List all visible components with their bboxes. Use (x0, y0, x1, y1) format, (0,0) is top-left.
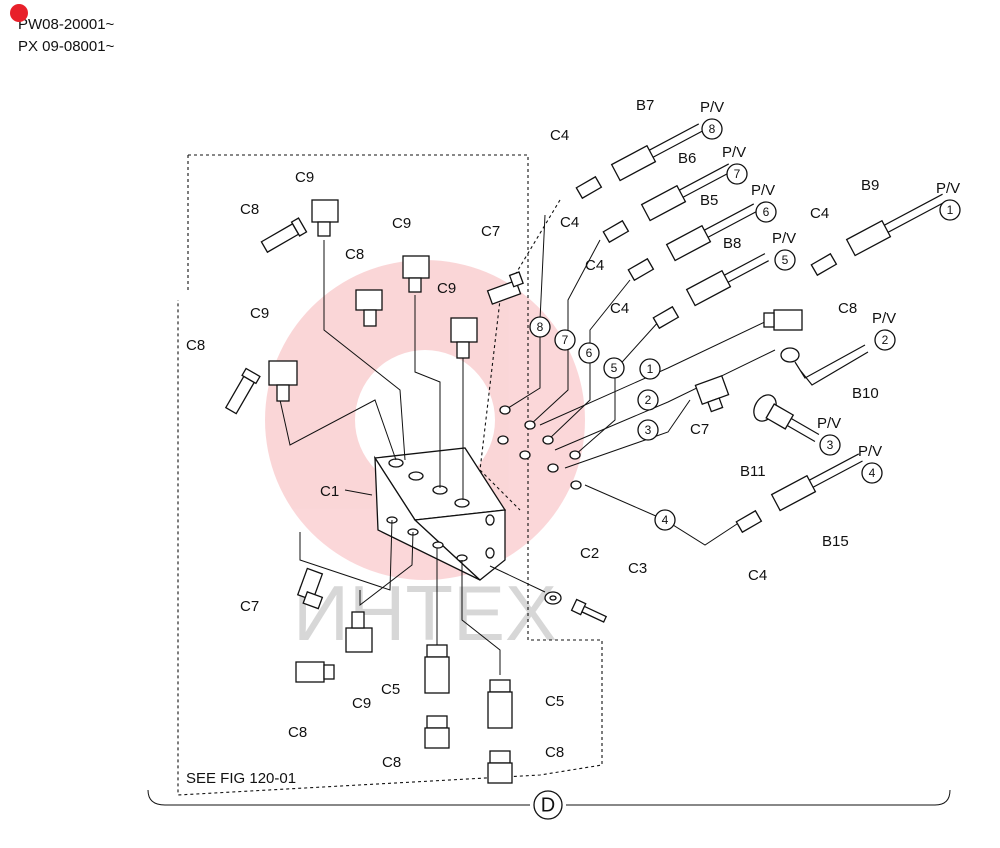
svg-text:2: 2 (645, 393, 652, 407)
svg-text:3: 3 (645, 423, 652, 437)
svg-text:B11: B11 (740, 463, 766, 480)
b10-hose (780, 344, 869, 386)
svg-text:P/V: P/V (858, 443, 882, 460)
svg-text:P/V: P/V (936, 180, 960, 197)
svg-text:3: 3 (827, 438, 834, 452)
svg-text:6: 6 (763, 205, 770, 219)
svg-text:C9: C9 (295, 169, 314, 186)
page-marker-icon (10, 4, 28, 22)
svg-text:C9: C9 (352, 695, 371, 712)
hose-assemblies (575, 123, 947, 534)
section-brace-right (566, 789, 951, 806)
svg-text:C8: C8 (545, 744, 564, 761)
section-letter: D (541, 794, 555, 816)
svg-text:C4: C4 (585, 257, 604, 274)
svg-text:P/V: P/V (817, 415, 841, 432)
svg-text:4: 4 (662, 513, 669, 527)
serial-line-1: PW08-20001~ (18, 16, 115, 33)
see-fig-note: SEE FIG 120-01 (186, 770, 296, 787)
svg-text:C8: C8 (345, 246, 364, 263)
svg-text:7: 7 (734, 167, 741, 181)
svg-text:B6: B6 (678, 150, 696, 167)
part-labels: B7 B6 B5 B8 B9 B10 B11 B15 C4 C4 C4 C4 C… (186, 97, 879, 771)
svg-text:C4: C4 (610, 300, 629, 317)
svg-text:C9: C9 (250, 305, 269, 322)
svg-text:8: 8 (709, 122, 716, 136)
svg-text:C9: C9 (392, 215, 411, 232)
svg-text:C4: C4 (550, 127, 569, 144)
svg-text:C8: C8 (382, 754, 401, 771)
svg-text:B8: B8 (723, 235, 741, 252)
svg-text:1: 1 (647, 362, 654, 376)
leader-lines (279, 214, 791, 675)
svg-text:C3: C3 (628, 560, 647, 577)
svg-text:8: 8 (537, 320, 544, 334)
port-markers (497, 405, 582, 490)
svg-text:C8: C8 (288, 724, 307, 741)
svg-text:C2: C2 (580, 545, 599, 562)
serial-line-2: PX 09-08001~ (18, 38, 115, 55)
svg-text:C5: C5 (381, 681, 400, 698)
callout-circles: 8 7 6 5 1 2 3 4 8 7 6 5 1 2 3 4 (529, 118, 961, 531)
svg-text:B15: B15 (822, 533, 849, 550)
svg-text:C4: C4 (810, 205, 829, 222)
svg-text:C8: C8 (240, 201, 259, 218)
svg-text:1: 1 (947, 203, 954, 217)
svg-text:P/V: P/V (722, 144, 746, 161)
section-brace-left (147, 789, 530, 806)
svg-text:C8: C8 (186, 337, 205, 354)
svg-text:4: 4 (869, 466, 876, 480)
svg-text:C1: C1 (320, 483, 339, 500)
svg-text:C7: C7 (690, 421, 709, 438)
svg-text:C9: C9 (437, 280, 456, 297)
svg-text:B10: B10 (852, 385, 879, 402)
svg-text:P/V: P/V (872, 310, 896, 327)
svg-text:P/V: P/V (751, 182, 775, 199)
serial-range: PW08-20001~ PX 09-08001~ (10, 4, 115, 58)
section-circle (533, 790, 563, 820)
svg-text:P/V: P/V (700, 99, 724, 116)
watermark-text: ИНТЕХ (293, 569, 557, 657)
svg-text:7: 7 (562, 333, 569, 347)
pv-labels: P/V P/V P/V P/V P/V P/V P/V P/V (700, 99, 960, 460)
fittings (224, 199, 608, 784)
svg-text:B9: B9 (861, 177, 879, 194)
svg-text:5: 5 (611, 361, 618, 375)
svg-text:C8: C8 (838, 300, 857, 317)
svg-text:C7: C7 (240, 598, 259, 615)
svg-text:B5: B5 (700, 192, 718, 209)
svg-text:C7: C7 (481, 223, 500, 240)
svg-text:C5: C5 (545, 693, 564, 710)
svg-text:6: 6 (586, 346, 593, 360)
svg-text:C4: C4 (748, 567, 767, 584)
svg-text:B7: B7 (636, 97, 654, 114)
svg-text:C4: C4 (560, 214, 579, 231)
svg-text:P/V: P/V (772, 230, 796, 247)
dashed-boundary-left (177, 154, 603, 796)
svg-text:5: 5 (782, 253, 789, 267)
svg-text:2: 2 (882, 333, 889, 347)
